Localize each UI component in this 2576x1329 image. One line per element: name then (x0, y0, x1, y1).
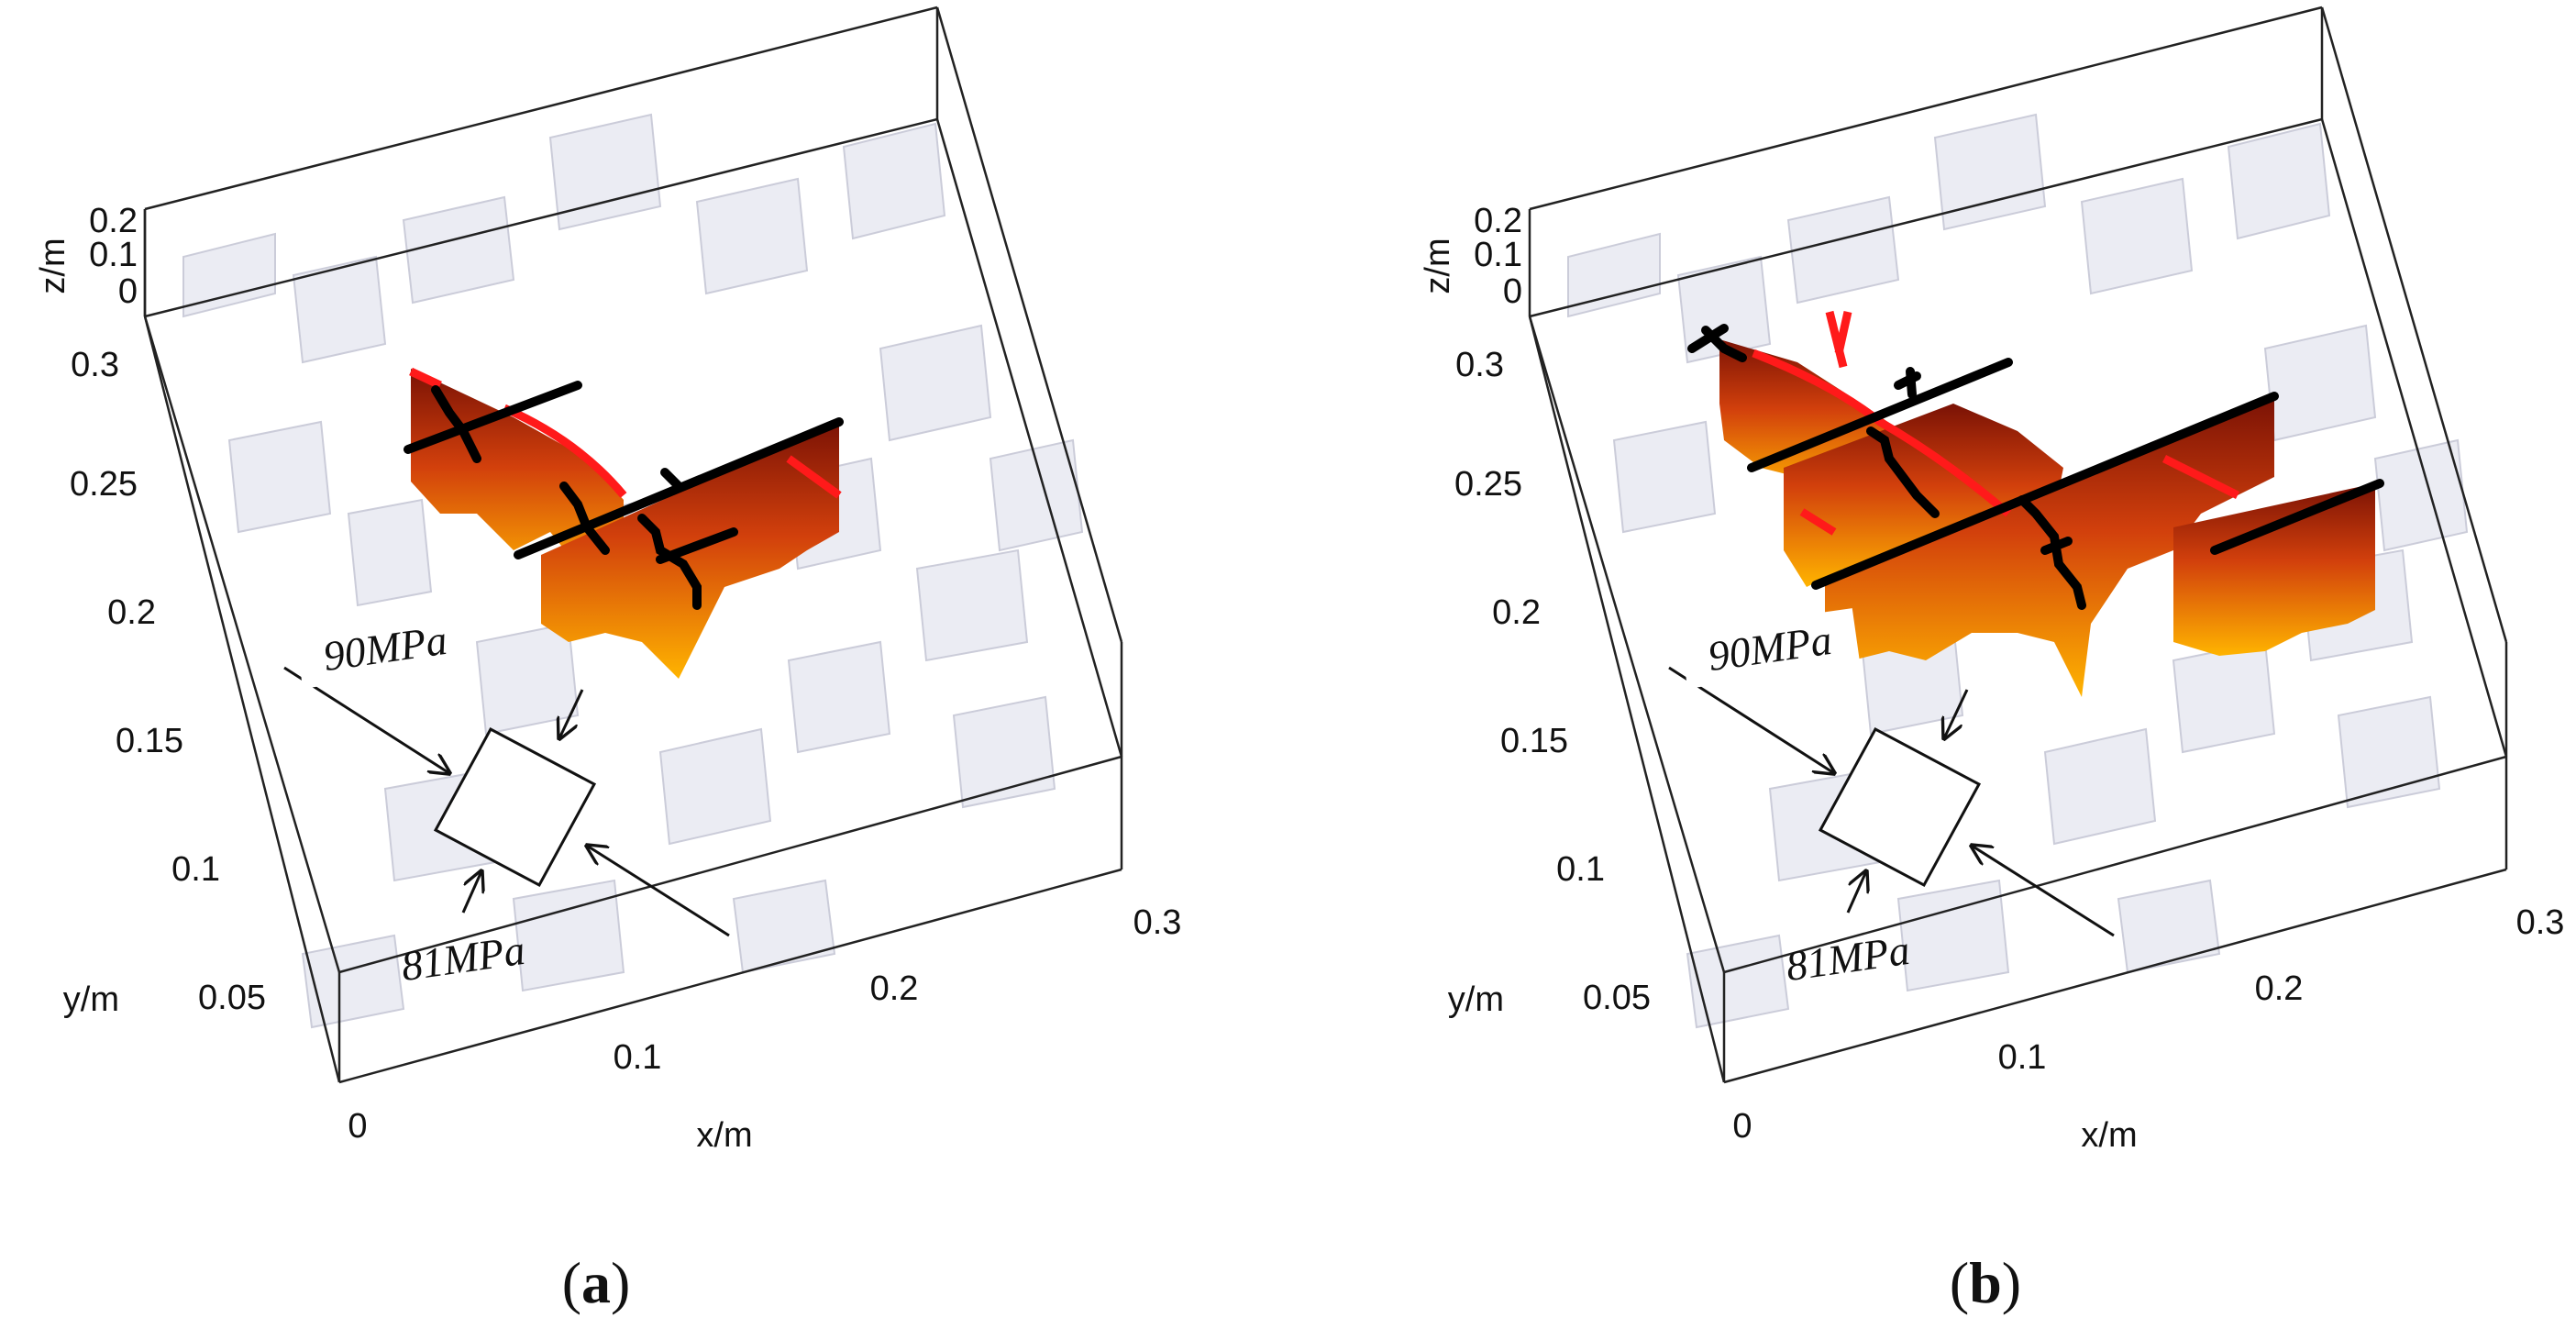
panel-b: 0.2 0.1 0 z/m 0.3 0.25 0.2 0.15 0.1 0.05… (1419, 6, 2564, 1315)
x-axis: 0 0.1 0.2 0.3 x/m (348, 903, 1181, 1155)
min-stress-label: 81MPa (398, 926, 527, 990)
x-tick: 0 (348, 1107, 367, 1146)
y-tick: 0.3 (71, 346, 119, 384)
y-axis-label: y/m (63, 980, 119, 1019)
y-tick: 0.3 (1455, 346, 1504, 384)
panel-label-a: (a) (562, 1250, 631, 1315)
z-axis: 0.2 0.1 0 z/m (1419, 202, 1522, 311)
x-tick: 0.1 (1998, 1038, 2047, 1077)
y-tick: 0.1 (1556, 850, 1605, 889)
bounding-box (143, 6, 1123, 1084)
z-tick: 0.1 (1474, 236, 1522, 274)
z-tick: 0 (118, 272, 138, 311)
x-tick: 0 (1732, 1107, 1752, 1146)
background-fracture-network (1567, 113, 2469, 1029)
x-axis-label: x/m (2081, 1116, 2137, 1155)
y-tick: 0.05 (198, 979, 266, 1017)
intersection-traces (404, 381, 844, 610)
x-tick: 0.1 (614, 1038, 662, 1077)
y-axis: 0.3 0.25 0.2 0.15 0.1 0.05 y/m (63, 346, 266, 1019)
x-tick: 0.2 (2255, 969, 2304, 1008)
y-tick: 0.2 (1492, 593, 1541, 632)
y-tick: 0.15 (116, 722, 183, 760)
activated-fractures (409, 367, 842, 679)
x-axis-label: x/m (696, 1116, 752, 1155)
y-tick: 0.2 (107, 593, 156, 632)
x-tick: 0.3 (1133, 903, 1182, 942)
bounding-box (1528, 6, 2508, 1084)
x-axis: 0 0.1 0.2 0.3 x/m (1732, 903, 2564, 1155)
z-tick: 0.2 (89, 202, 138, 240)
z-axis: 0.2 0.1 0 z/m (34, 202, 138, 311)
z-tick: 0 (1503, 272, 1522, 311)
y-axis-label: y/m (1448, 980, 1504, 1019)
panel-label-b: (b) (1950, 1250, 2021, 1315)
panel-a: 0.2 0.1 0 z/m 0.3 0.25 0.2 0.15 0.1 0.05… (34, 6, 1181, 1315)
y-tick: 0.25 (1454, 465, 1522, 504)
y-axis: 0.3 0.25 0.2 0.15 0.1 0.05 y/m (1448, 346, 1651, 1019)
x-tick: 0.3 (2516, 903, 2565, 942)
min-stress-label: 81MPa (1783, 926, 1912, 990)
z-axis-label: z/m (34, 238, 72, 293)
y-tick: 0.15 (1500, 722, 1568, 760)
y-tick: 0.05 (1583, 979, 1651, 1017)
z-axis-label: z/m (1419, 238, 1457, 293)
y-tick: 0.1 (171, 850, 220, 889)
z-tick: 0.2 (1474, 202, 1522, 240)
intersection-traces (1687, 324, 2384, 610)
y-tick: 0.25 (70, 465, 138, 504)
x-tick: 0.2 (870, 969, 919, 1008)
z-tick: 0.1 (89, 236, 138, 274)
